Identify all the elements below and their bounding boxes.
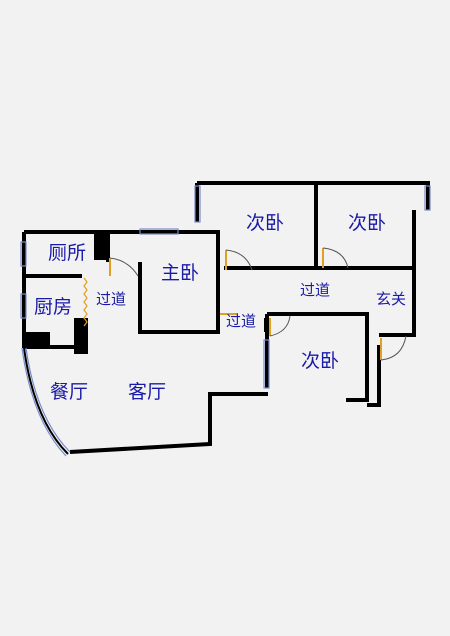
door-left-bedroom-swing xyxy=(225,249,253,271)
window-kitchen xyxy=(20,293,27,319)
room-label-master-bedroom: 主卧 xyxy=(161,262,200,284)
door-kitchen-sliding xyxy=(83,277,88,327)
window-top-right xyxy=(424,185,431,211)
room-label-living-room: 客厅 xyxy=(128,381,167,403)
wall-bedrooms-top xyxy=(197,181,430,210)
wall-entrance-bottom xyxy=(367,345,381,407)
room-label-kitchen: 厨房 xyxy=(34,296,73,318)
room-label-hallway-right: 过道 xyxy=(300,281,331,299)
wall-block-kitchen-counter xyxy=(74,318,88,354)
wall-block-column xyxy=(264,318,270,332)
windows xyxy=(20,185,431,457)
room-label-hallway-left: 过道 xyxy=(96,290,127,308)
wall-block-kitchen xyxy=(24,332,50,348)
door-toilet-swing xyxy=(109,257,139,277)
room-label-toilet: 厕所 xyxy=(48,242,87,264)
door-entrance-swing xyxy=(380,335,407,361)
room-label-bedroom-top-left: 次卧 xyxy=(246,212,285,234)
room-label-hallway-middle: 过道 xyxy=(226,312,257,330)
doors xyxy=(83,247,407,361)
wall-blocks xyxy=(24,232,270,354)
wall-block-toilet xyxy=(94,232,110,260)
wall-bay xyxy=(23,347,69,455)
window-bay-inner xyxy=(25,347,71,453)
room-label-dining-room: 餐厅 xyxy=(50,381,89,403)
wall-bottom-bedroom xyxy=(267,312,369,402)
window-bottom-bedroom xyxy=(263,339,270,389)
window-toilet xyxy=(20,241,27,267)
wall-living-bottom xyxy=(69,392,268,454)
window-master xyxy=(139,228,179,235)
room-label-bedroom-top-right: 次卧 xyxy=(348,212,387,234)
room-label-bedroom-bottom: 次卧 xyxy=(301,350,340,372)
room-label-entrance: 玄关 xyxy=(376,290,407,308)
window-top-left xyxy=(194,185,201,223)
door-bottom-bedroom-swing xyxy=(269,315,291,337)
door-right-bedroom-swing xyxy=(322,247,349,269)
window-bay xyxy=(21,347,67,457)
wall-right-side xyxy=(379,210,416,337)
